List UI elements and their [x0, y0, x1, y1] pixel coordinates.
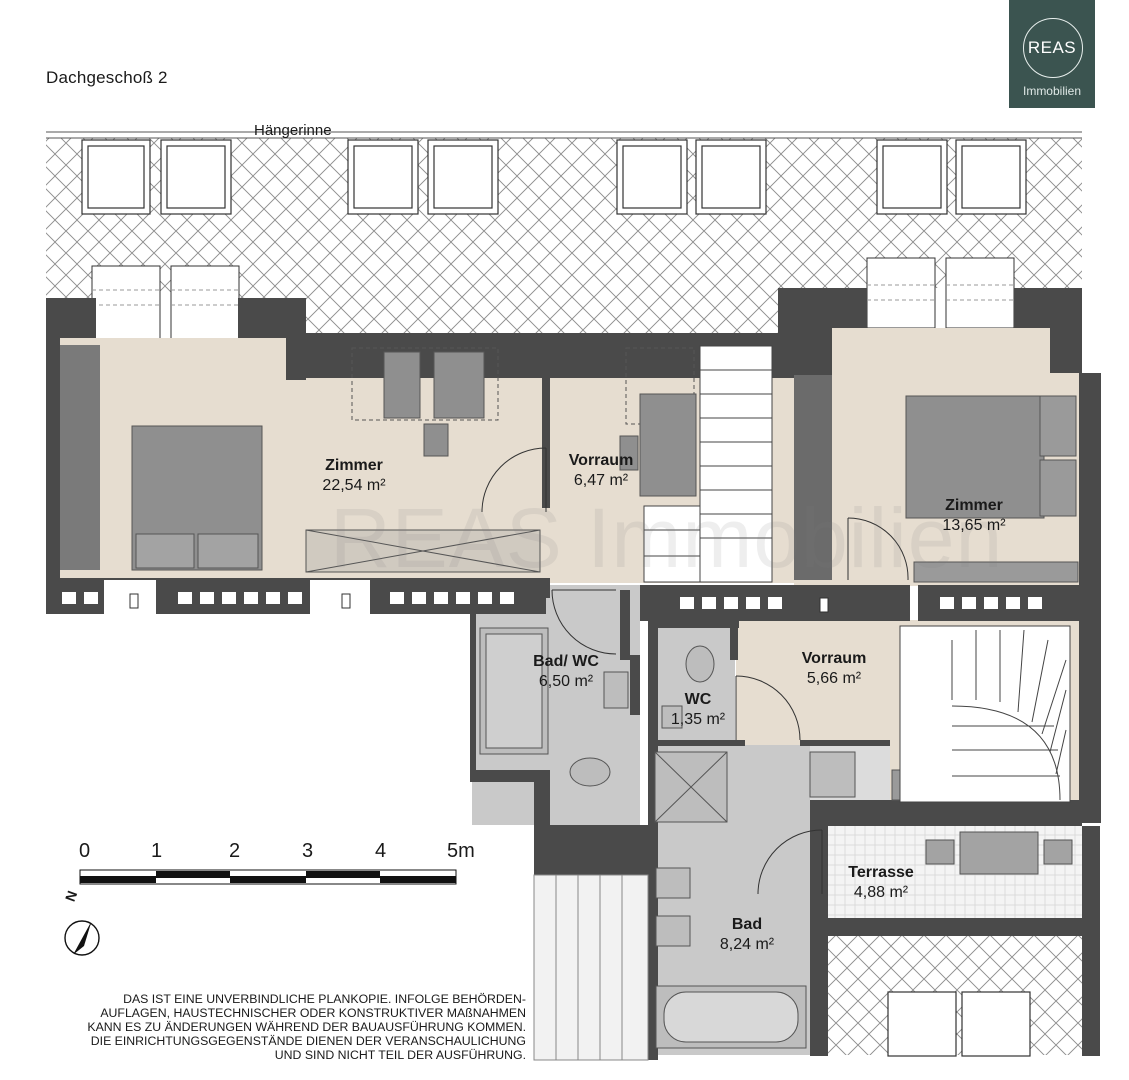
roof-windows [81, 139, 1027, 215]
stairs [643, 345, 1071, 803]
scale-label-4: 4 [375, 840, 387, 862]
scale-label-1: 1 [151, 840, 163, 862]
scale-label-0: 0 [79, 840, 91, 862]
logo-subtitle: Immobilien [1022, 84, 1082, 98]
disclaimer-line: KANN ES ZU ÄNDERUNGEN WÄHREND DER BAUAUS… [87, 1020, 526, 1034]
scale-label-5: 5m [447, 840, 475, 862]
disclaimer-line: UND SIND NICHT TEIL DER AUSFÜHRUNG. [274, 1048, 526, 1062]
dormer-windows [91, 257, 1015, 341]
disclaimer: DAS IST EINE UNVERBINDLICHE PLANKOPIE. I… [6, 992, 526, 1062]
furniture [131, 347, 1079, 1049]
gutter-label: Hängerinne [254, 122, 332, 139]
disclaimer-line: AUFLAGEN, HAUSTECHNISCHER ODER KONSTRUKT… [100, 1006, 526, 1020]
floor-title: Dachgeschoß 2 [46, 68, 168, 87]
lower-roof [533, 874, 649, 1061]
logo-ring [1023, 18, 1083, 78]
scale-label-2: 2 [229, 840, 241, 862]
disclaimer-line: DIE EINRICHTUNGSGEGENSTÄNDE DIENEN DER V… [90, 1034, 526, 1048]
scale-bar [79, 869, 457, 885]
north-arrow [64, 920, 100, 956]
wall-vents [62, 580, 1042, 614]
door-swings [481, 447, 909, 895]
company-logo[interactable]: REAS Immobilien [1009, 0, 1095, 108]
disclaimer-line: DAS IST EINE UNVERBINDLICHE PLANKOPIE. I… [123, 992, 526, 1006]
scale-label-3: 3 [302, 840, 314, 862]
logo-brand: REAS [1027, 38, 1077, 57]
lower-windows [887, 991, 1031, 1057]
watermark: REAS Immobilien [330, 491, 1004, 585]
